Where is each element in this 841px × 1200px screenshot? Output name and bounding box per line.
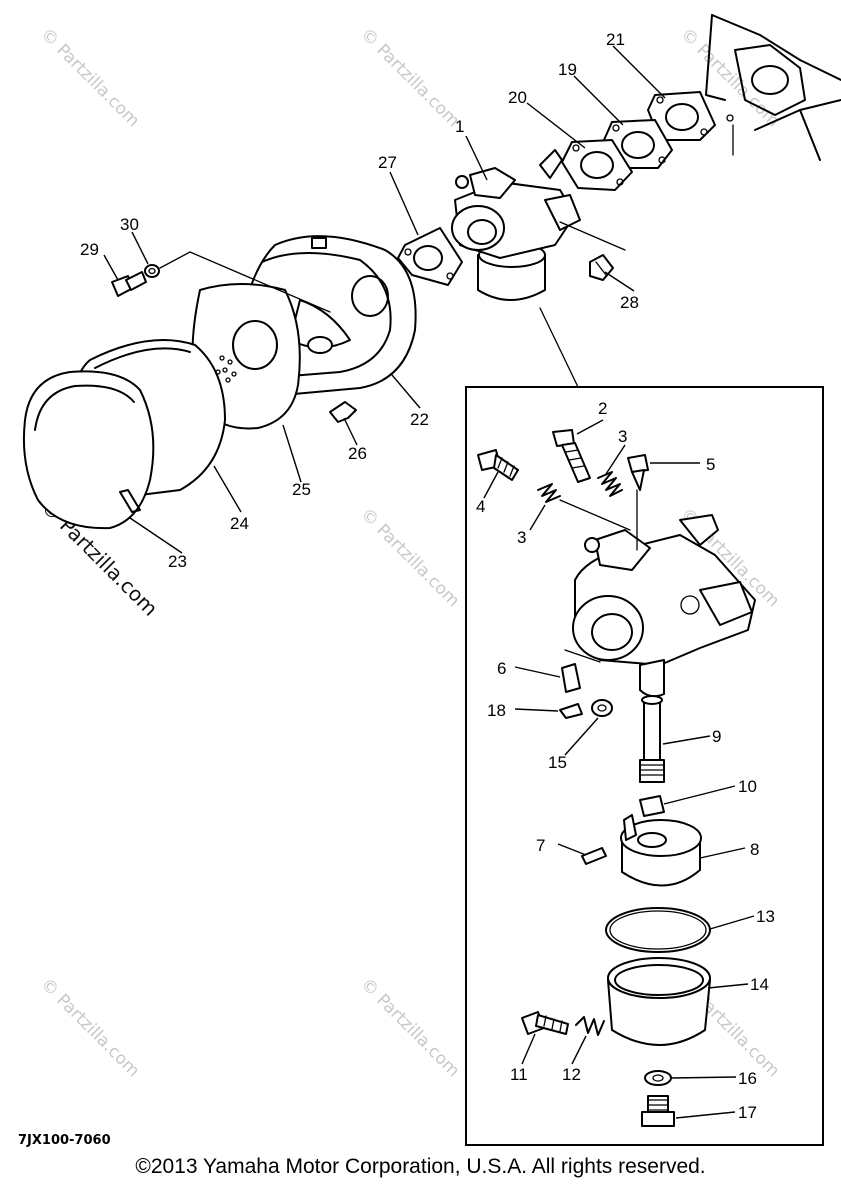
engine-flange-fragment <box>705 14 841 161</box>
gasket-16 <box>644 1070 672 1086</box>
screw-15 <box>591 699 613 717</box>
carburetor-assembly-small <box>451 149 581 301</box>
part-label: 3 <box>618 427 627 446</box>
main-nozzle-9 <box>639 695 665 783</box>
part-label: 28 <box>620 293 639 312</box>
part-label: 8 <box>750 840 759 859</box>
spring-3-upper <box>597 471 623 497</box>
carburetor-detail-box <box>465 386 824 1146</box>
washer-30 <box>144 251 331 313</box>
cover-23 <box>22 370 155 530</box>
part-label: 6 <box>497 659 506 678</box>
clip-26 <box>329 401 357 423</box>
part-label: 7 <box>536 836 545 855</box>
bolt-29 <box>111 271 147 297</box>
part-label: 19 <box>558 60 577 79</box>
part-label: 18 <box>487 701 506 720</box>
gasket-20 <box>561 139 633 191</box>
drain-screw-11 <box>521 1011 569 1035</box>
watermark: © Partzilla.com <box>356 504 463 611</box>
part-label: 26 <box>348 444 367 463</box>
part-label: 4 <box>476 497 485 516</box>
part-label: 15 <box>548 753 567 772</box>
clip-18 <box>559 703 583 719</box>
watermark: © Partzilla.com <box>356 24 463 131</box>
float-bowl-14 <box>607 957 711 1046</box>
gasket-27 <box>397 227 463 286</box>
part-label: 12 <box>562 1065 581 1084</box>
watermark: © Partzilla.com <box>36 24 143 131</box>
screw-2 <box>552 429 591 483</box>
part-label: 29 <box>80 240 99 259</box>
part-label: 27 <box>378 153 397 172</box>
part-label: 16 <box>738 1069 757 1088</box>
float-8 <box>620 814 702 887</box>
pin-7 <box>581 847 607 865</box>
nut-28 <box>559 221 626 281</box>
part-label: 1 <box>455 117 464 136</box>
part-labels: 1 2 3 3 4 5 6 7 8 9 10 11 12 13 14 15 16… <box>80 30 775 1122</box>
part-label: 24 <box>230 514 249 533</box>
bolt-17 <box>641 1095 675 1127</box>
part-label: 21 <box>606 30 625 49</box>
part-label: 14 <box>750 975 769 994</box>
spring-12 <box>575 1016 605 1036</box>
part-label: 30 <box>120 215 139 234</box>
part-label: 22 <box>410 410 429 429</box>
gasket-21 <box>647 91 716 141</box>
part-label: 2 <box>598 399 607 418</box>
part-label: 3 <box>517 528 526 547</box>
o-ring-13 <box>605 907 711 953</box>
part-label: 23 <box>168 552 187 571</box>
screw-5 <box>627 454 649 551</box>
part-label: 25 <box>292 480 311 499</box>
part-label: 9 <box>712 727 721 746</box>
part-label: 13 <box>756 907 775 926</box>
part-label: 5 <box>706 455 715 474</box>
jet-10 <box>639 795 665 817</box>
part-label: 10 <box>738 777 757 796</box>
watermark: © Partzilla.com <box>356 974 463 1081</box>
screw-4 <box>477 449 519 481</box>
leader-lines <box>103 45 755 1119</box>
part-label: 17 <box>738 1103 757 1122</box>
part-label: 20 <box>508 88 527 107</box>
copyright-notice: ©2013 Yamaha Motor Corporation, U.S.A. A… <box>135 1155 706 1178</box>
spring-3-lower <box>537 483 631 531</box>
jet-6 <box>561 663 581 693</box>
part-label: 11 <box>510 1065 528 1084</box>
carburetor-body-detail <box>564 514 756 698</box>
watermark: © Partzilla.com <box>36 974 143 1081</box>
diagram-code: 7JX100-7060 <box>18 1133 111 1148</box>
